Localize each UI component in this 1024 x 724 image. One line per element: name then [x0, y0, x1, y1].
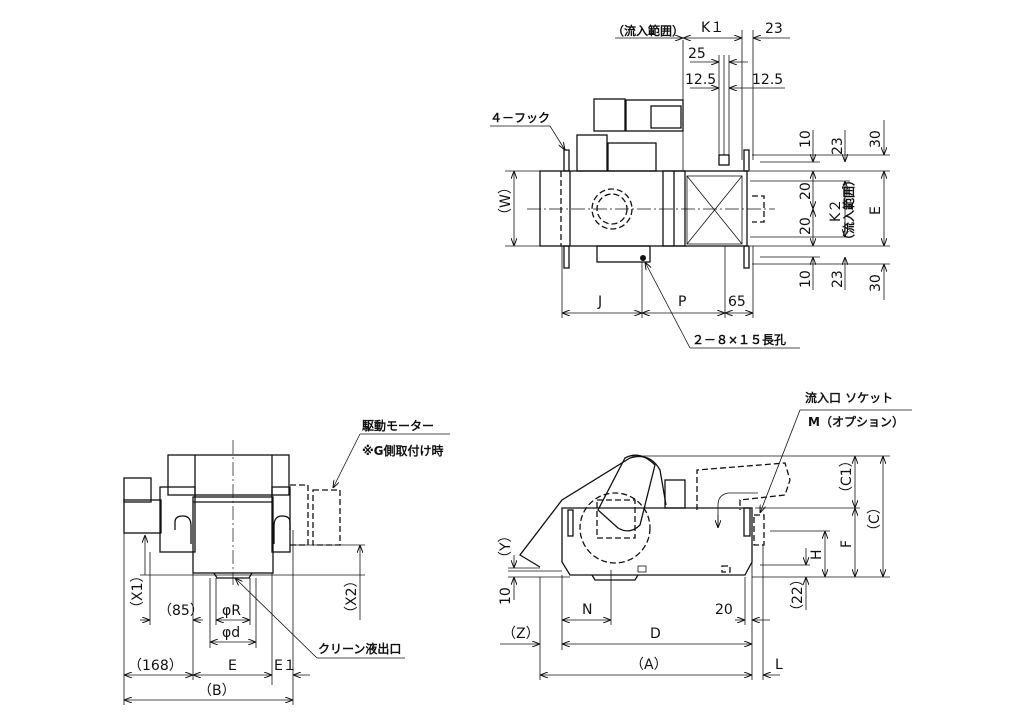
motor-label: 駆動モーター	[362, 418, 434, 433]
x1-label: （X1）	[130, 569, 146, 616]
motor-box	[593, 98, 626, 132]
h-label: H	[809, 549, 825, 560]
top-cover	[167, 454, 290, 496]
dim-23-label: 23	[765, 21, 783, 37]
dim-85-label: （85）	[158, 603, 204, 619]
tank-body	[561, 507, 753, 576]
gear-housing	[607, 142, 657, 172]
c1-label: （C1）	[839, 453, 855, 500]
k2-note: （流入範囲）	[841, 174, 856, 246]
dim-168-label: （168）	[128, 658, 183, 674]
z-label: （Z）	[502, 626, 540, 642]
socket-note: M（オプション）	[808, 414, 904, 429]
f-label: F	[839, 540, 855, 548]
conveyor-head	[597, 454, 656, 532]
dim-10-top: 10	[798, 130, 814, 148]
top-view: （流入範囲） K１ 23 25 12.5 12.5 ４－フック （W） J P …	[490, 20, 890, 349]
inflow-range-label: （流入範囲）	[612, 23, 684, 38]
dim-12-5-right: 12.5	[752, 72, 783, 88]
drum	[579, 492, 651, 564]
dim-65-label: 65	[728, 294, 746, 310]
motor-terminal	[650, 105, 682, 129]
motor	[123, 477, 152, 503]
motor-note: ※G側取付け時	[362, 443, 444, 458]
inlet-area	[686, 175, 743, 245]
dim-23-top: 23	[830, 137, 846, 155]
inlet-socket	[753, 514, 765, 546]
k1-label: K１	[701, 20, 724, 36]
c-label: （C）	[867, 500, 883, 538]
hook	[743, 245, 750, 269]
x2-label: （X2）	[344, 574, 360, 621]
hooks-label: ４－フック	[490, 111, 550, 125]
dim-10-label: 10	[498, 587, 514, 605]
gearbox	[576, 134, 608, 172]
hook	[273, 515, 291, 544]
l-label: L	[775, 657, 783, 673]
dim-23-bottom: 23	[830, 270, 846, 288]
n-label: N	[582, 602, 592, 618]
e-label: E	[228, 658, 237, 674]
k2-label: K２	[828, 199, 844, 222]
outlet-label: クリーン液出口	[318, 641, 401, 656]
motor-body	[625, 99, 684, 132]
d-label: D	[650, 626, 661, 642]
b-label: （B）	[198, 683, 236, 699]
slot-label: ２－８×１５長孔	[692, 332, 786, 347]
y-label: （Y）	[498, 528, 514, 565]
a-label: （A）	[630, 657, 668, 673]
dim-10-bottom: 10	[798, 270, 814, 288]
dim-30-top: 30	[868, 130, 884, 148]
dim-25-label: 25	[688, 46, 706, 62]
side-view: （C1） （C） F H （22） （Y） 10 N 20 （Z） D （A） …	[498, 390, 912, 680]
hook	[563, 149, 570, 172]
dim-22-label: （22）	[790, 572, 806, 618]
e1-label: E１	[274, 658, 297, 674]
hook	[563, 245, 570, 269]
motor-g-side	[312, 489, 341, 546]
dim-20-top: 20	[798, 182, 814, 200]
slot-hole	[640, 255, 646, 261]
j-label: J	[597, 294, 602, 310]
dim-12-5-left: 12.5	[685, 72, 716, 88]
dim-20-label: 20	[715, 602, 733, 618]
chute	[519, 455, 667, 568]
dim-20-bottom: 20	[798, 217, 814, 235]
end-view: （X1） （X2） （85） φR φd （168） E E１ （B） 駆動モー…	[123, 418, 450, 705]
dim-30-bottom: 30	[868, 274, 884, 292]
w-label: （W）	[498, 180, 514, 222]
hook	[743, 149, 750, 172]
hook	[174, 515, 192, 544]
phi-d-label: φd	[222, 625, 240, 641]
socket-label: 流入口 ソケット	[805, 390, 893, 405]
p-label: P	[678, 294, 686, 310]
e-label: E	[868, 206, 884, 215]
phi-r-label: φR	[222, 603, 241, 619]
